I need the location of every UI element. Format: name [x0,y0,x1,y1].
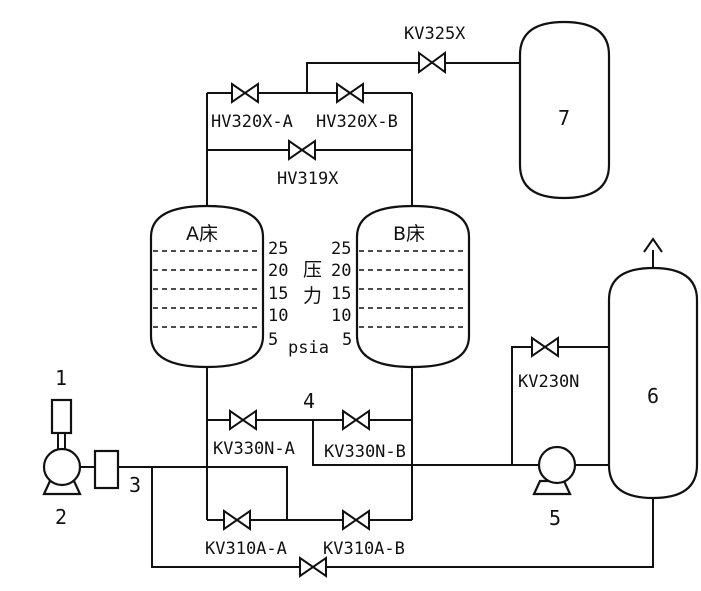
component-number-1: 1 [55,366,67,390]
component-number-7: 7 [558,106,570,130]
component-number-2: 2 [55,505,67,529]
pipe-feed [118,466,288,520]
valve-hv319x-icon [288,139,316,161]
valve-return-icon [299,556,327,578]
label-hv319x: HV319X [277,169,339,189]
pump-2 [42,398,82,496]
pressure-level: 20 [331,261,351,281]
label-kv230n: KV230N [518,372,579,392]
pump-5-icon [537,445,577,485]
valve-kv310aa-icon [223,509,251,531]
pressure-label-2: 力 [303,285,322,307]
motor-1 [50,398,73,435]
component-number-3: 3 [129,473,141,497]
label-kv330na: KV330N-A [213,439,295,459]
pressure-level: 25 [268,239,288,259]
component-number-6: 6 [647,384,659,408]
tank-6 [607,266,699,500]
label-kv330nb: KV330N-B [324,442,406,462]
valve-hv320xb-icon [336,82,364,104]
pressure-level: 10 [331,306,351,326]
pressure-level: 15 [331,284,351,304]
valves [223,51,559,578]
pressure-scale-right: 25 20 15 10 5 [331,239,352,350]
pressure-level: 5 [342,330,352,350]
pressure-level: 10 [268,306,288,326]
pressure-level: 15 [268,284,288,304]
label-kv310aa: KV310A-A [205,539,287,559]
pipe-to-tank-7 [306,62,520,93]
label-hv320xa: HV320X-A [211,112,293,132]
pipe-kv230n [511,346,612,465]
pressure-level: 25 [331,239,351,259]
valve-kv230n-icon [531,336,559,358]
pressure-unit: psia [288,338,329,358]
label-hv320xb: HV320X-B [316,112,398,132]
pressure-label-1: 压 [303,259,322,281]
label-bed-a: A床 [186,223,218,245]
pump-2-icon [42,447,82,487]
pressure-scale-left: 25 20 15 10 5 [268,239,288,350]
vent-arrow-icon [643,237,663,253]
valve-hv320xa-icon [231,82,259,104]
piping [80,62,663,568]
pressure-level: 5 [268,330,278,350]
valve-kv330nb-icon [342,409,370,431]
pressure-level: 20 [268,261,288,281]
pump-5 [532,445,577,496]
pressure-level-lines [153,250,467,328]
valve-kv310ab-icon [342,509,370,531]
tank-7 [518,20,611,200]
label-bed-b: B床 [393,223,425,245]
component-number-5: 5 [549,506,561,530]
pipe-return [151,467,654,568]
valve-kv330na-icon [229,409,257,431]
label-kv325x: KV325X [404,24,466,44]
component-number-4: 4 [303,389,315,413]
filter-3 [93,449,120,490]
pipe-to-pump-5 [312,420,540,466]
label-kv310ab: KV310A-B [323,539,405,559]
valve-kv325x-icon [418,51,446,74]
